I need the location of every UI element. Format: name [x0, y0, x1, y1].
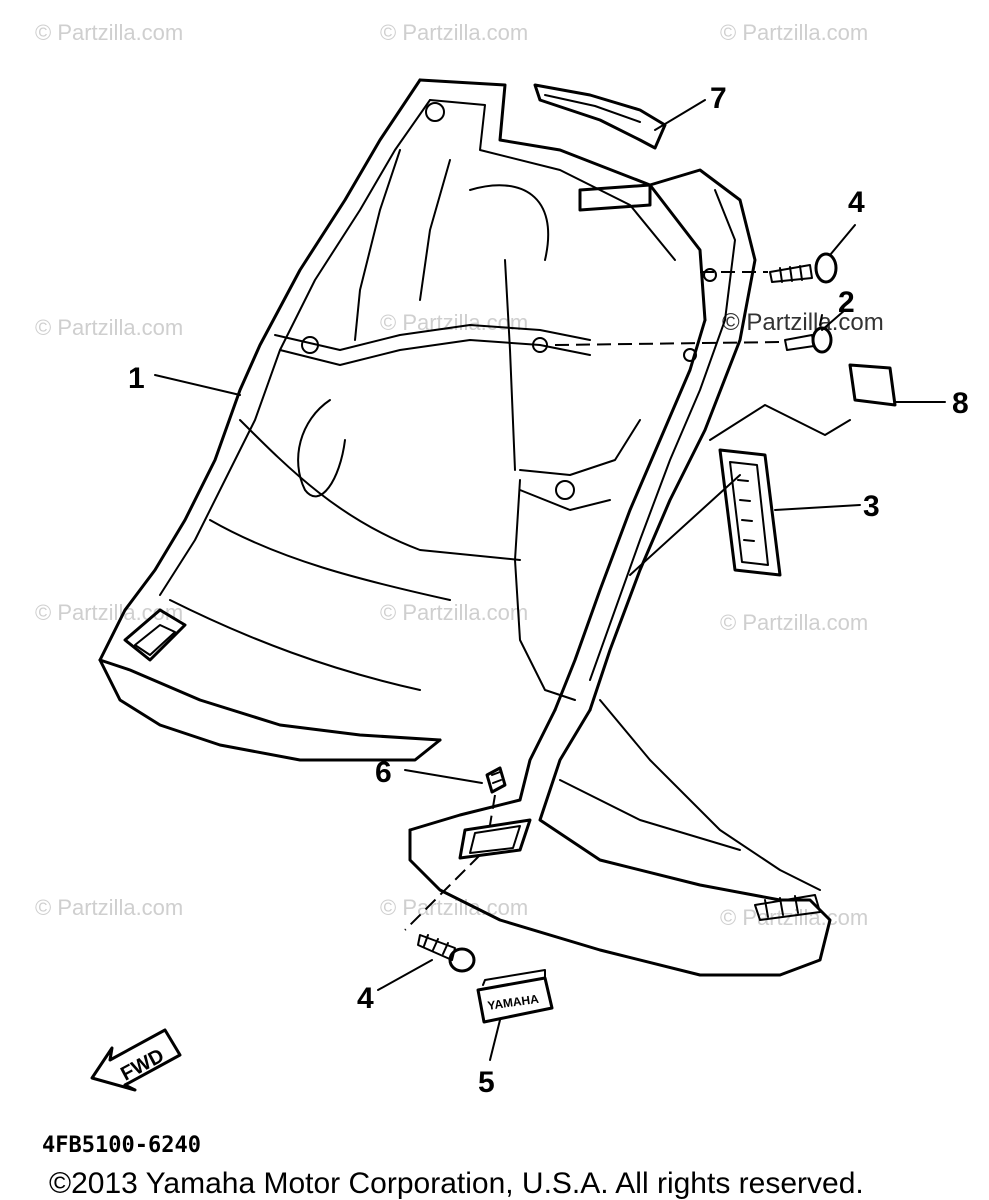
callout-6: 6 — [375, 756, 392, 789]
callout-2: 2 — [838, 286, 855, 319]
watermark: © Partzilla.com — [720, 20, 868, 45]
watermark: © Partzilla.com — [380, 310, 528, 335]
leg-shield-drawing — [98, 78, 832, 977]
diagram-part-number: 4FB5100-6240 — [42, 1133, 201, 1158]
callout-3: 3 — [863, 490, 880, 523]
part-8-sticker — [848, 363, 897, 407]
callout-7: 7 — [710, 82, 727, 115]
watermark: © Partzilla.com — [380, 895, 528, 920]
watermark: © Partzilla.com — [380, 600, 528, 625]
watermark: © Partzilla.com — [722, 309, 884, 336]
leader-lines — [154, 99, 946, 1061]
watermark: © Partzilla.com — [35, 20, 183, 45]
part-5-emblem: YAMAHA — [476, 969, 554, 1024]
part-3-cover — [718, 448, 782, 577]
watermark: © Partzilla.com — [380, 20, 528, 45]
watermark-layer: © Partzilla.com © Partzilla.com © Partzi… — [35, 20, 884, 930]
callout-1: 1 — [128, 362, 145, 395]
callout-4-lower: 4 — [357, 982, 374, 1015]
watermark: © Partzilla.com — [35, 895, 183, 920]
watermark: © Partzilla.com — [35, 315, 183, 340]
part-7-trim — [533, 83, 667, 150]
copyright-notice: ©2013 Yamaha Motor Corporation, U.S.A. A… — [49, 1167, 864, 1200]
callout-4-upper: 4 — [848, 186, 865, 219]
callout-8: 8 — [952, 387, 969, 420]
yamaha-logo-text: YAMAHA — [487, 992, 540, 1013]
callout-5: 5 — [478, 1066, 495, 1099]
fasteners — [417, 252, 838, 973]
watermark: © Partzilla.com — [720, 905, 868, 930]
callouts: 1 2 3 4 4 5 6 7 8 — [128, 82, 969, 1099]
watermark: © Partzilla.com — [35, 600, 183, 625]
forward-direction-arrow: FWD — [90, 1028, 182, 1092]
watermark: © Partzilla.com — [720, 610, 868, 635]
